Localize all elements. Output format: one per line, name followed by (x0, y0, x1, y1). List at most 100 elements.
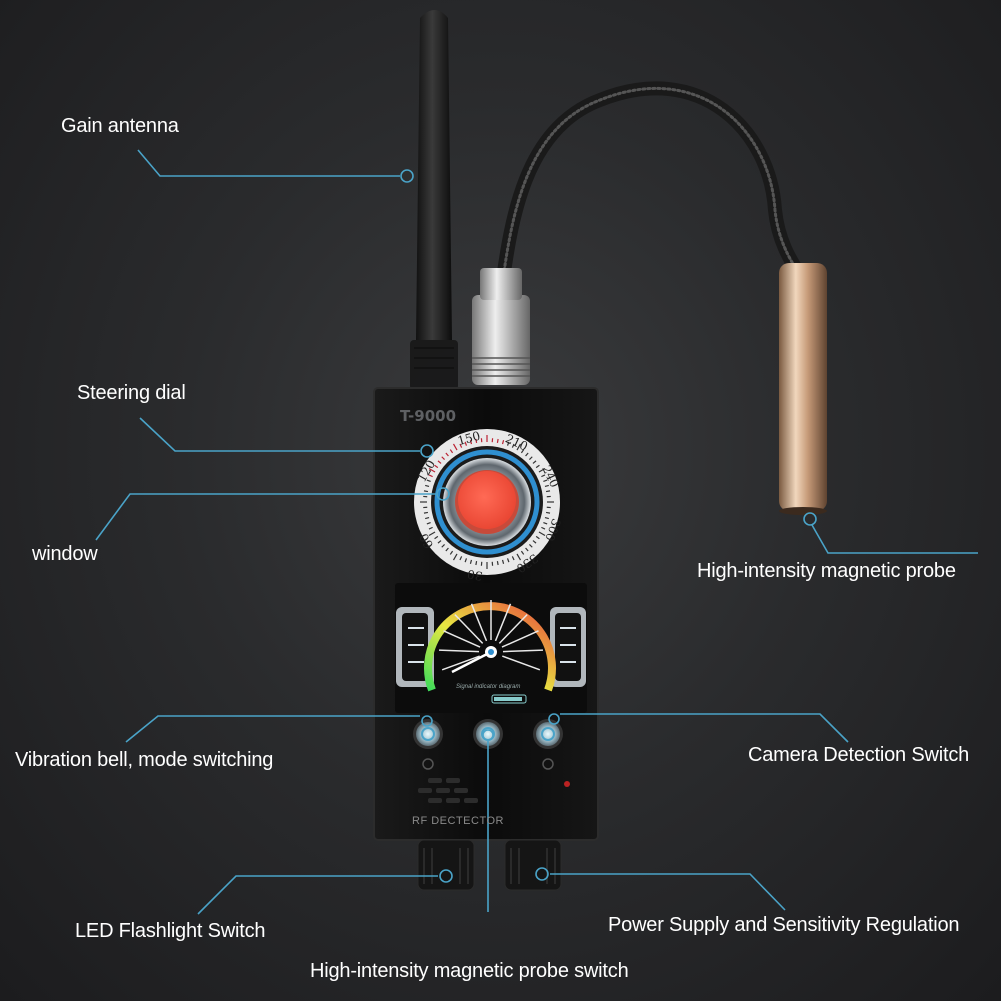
button-row (413, 719, 563, 749)
callout-dot-camera (548, 713, 560, 725)
dial-tick (452, 443, 458, 451)
gauge-spoke (498, 614, 528, 644)
gauge-spoke (443, 630, 481, 648)
dial-number: 150 (456, 429, 482, 448)
dial-tick (434, 464, 439, 469)
dial-tick (544, 516, 549, 520)
dial-tick (459, 443, 463, 448)
dial-tick (452, 553, 458, 561)
dial-tick (449, 449, 454, 454)
dial-tick (535, 464, 540, 469)
probe-connector (472, 295, 530, 385)
gooseneck-cable (493, 81, 807, 307)
callout-dot-window (436, 487, 450, 501)
dial-tick (538, 467, 546, 473)
dial-tick (428, 467, 436, 473)
dial-tick (449, 550, 454, 555)
dial-tick (428, 474, 433, 478)
dial-tick (475, 560, 478, 566)
callout-led-switch (197, 875, 438, 915)
dial-tick (520, 449, 525, 454)
dial-number: 30 (466, 567, 483, 583)
dial-tick (428, 526, 433, 530)
lens-window (458, 471, 516, 529)
dial-tick (543, 479, 548, 483)
callout-window (95, 493, 436, 541)
label-window: window (32, 543, 98, 565)
rf-detector-text: RF DECTECTOR (412, 815, 504, 827)
model-name: T-9000 (400, 407, 457, 425)
dial-tick (426, 521, 431, 525)
dial-tick (532, 460, 537, 464)
dial-tick (511, 443, 515, 448)
dial-tick (545, 511, 551, 514)
label-steering-dial: Steering dial (77, 382, 186, 404)
callout-vibration-bell (125, 715, 420, 743)
dial-tick (469, 440, 473, 445)
dial-tick (516, 443, 522, 451)
callout-dot-probe (803, 512, 817, 526)
dial-tick (532, 540, 537, 544)
dial-tick (538, 531, 546, 537)
gain-antenna (416, 10, 452, 340)
dial-tick (425, 484, 430, 488)
callout-camera-switch (560, 713, 849, 743)
gauge-spoke (439, 649, 480, 653)
dial-tick (423, 511, 429, 514)
dial-tick (437, 540, 442, 544)
callout-dot-led (439, 869, 453, 883)
dial-tick (525, 452, 529, 457)
gauge-spoke (441, 655, 480, 671)
gauge-spoke (501, 630, 539, 648)
dial-tick (529, 544, 533, 548)
dial-tick (506, 558, 510, 563)
dial-tick (501, 559, 505, 564)
bottom-knobs (417, 839, 562, 891)
dial-tick (423, 490, 429, 493)
dial-tick (441, 456, 445, 460)
label-vibration-bell: Vibration bell, mode switching (15, 749, 274, 771)
callout-dot-dial (420, 444, 434, 458)
callout-steering-dial (139, 417, 420, 452)
label-camera-switch: Camera Detection Switch (748, 744, 970, 766)
callout-gain-antenna (137, 149, 400, 177)
callout-dot-bell (421, 715, 433, 727)
label-led-switch: LED Flashlight Switch (75, 920, 266, 942)
dial-tick (445, 452, 449, 457)
dial-tick (501, 440, 505, 445)
dial-tick (428, 531, 436, 537)
dial-tick (475, 438, 478, 444)
gauge-spoke (454, 614, 484, 644)
dial-tick (511, 556, 515, 561)
dial-tick (437, 460, 442, 464)
label-probe-switch: High-intensity magnetic probe switch (310, 960, 629, 982)
gauge-spoke (494, 603, 512, 642)
dial-tick (525, 547, 529, 552)
gauge-spoke (470, 603, 488, 642)
callout-dot-power (535, 867, 549, 881)
callout-power-supply (550, 873, 786, 911)
dial-tick (541, 474, 546, 478)
dial-tick (464, 558, 468, 563)
label-power-supply: Power Supply and Sensitivity Regulation (608, 914, 960, 936)
dial-tick (541, 526, 546, 530)
dial-tick (425, 516, 430, 520)
dial-tick (496, 438, 499, 444)
gauge-spoke (502, 655, 541, 671)
dial-tick (506, 441, 510, 446)
dial-tick (535, 535, 540, 540)
dial-tick (545, 490, 551, 493)
dial-tick (496, 560, 499, 566)
gauge-spoke (502, 649, 543, 653)
callout-dot-antenna (400, 169, 414, 183)
callout-dot-probe-switch (482, 729, 494, 741)
dial-tick (543, 521, 548, 525)
screen-caption: Signal indicator diagram (456, 684, 521, 690)
dial-tick (445, 547, 449, 552)
dial-tick (464, 441, 468, 446)
dial-tick (459, 556, 463, 561)
dial-tick (529, 456, 533, 460)
label-gain-antenna: Gain antenna (61, 115, 179, 137)
